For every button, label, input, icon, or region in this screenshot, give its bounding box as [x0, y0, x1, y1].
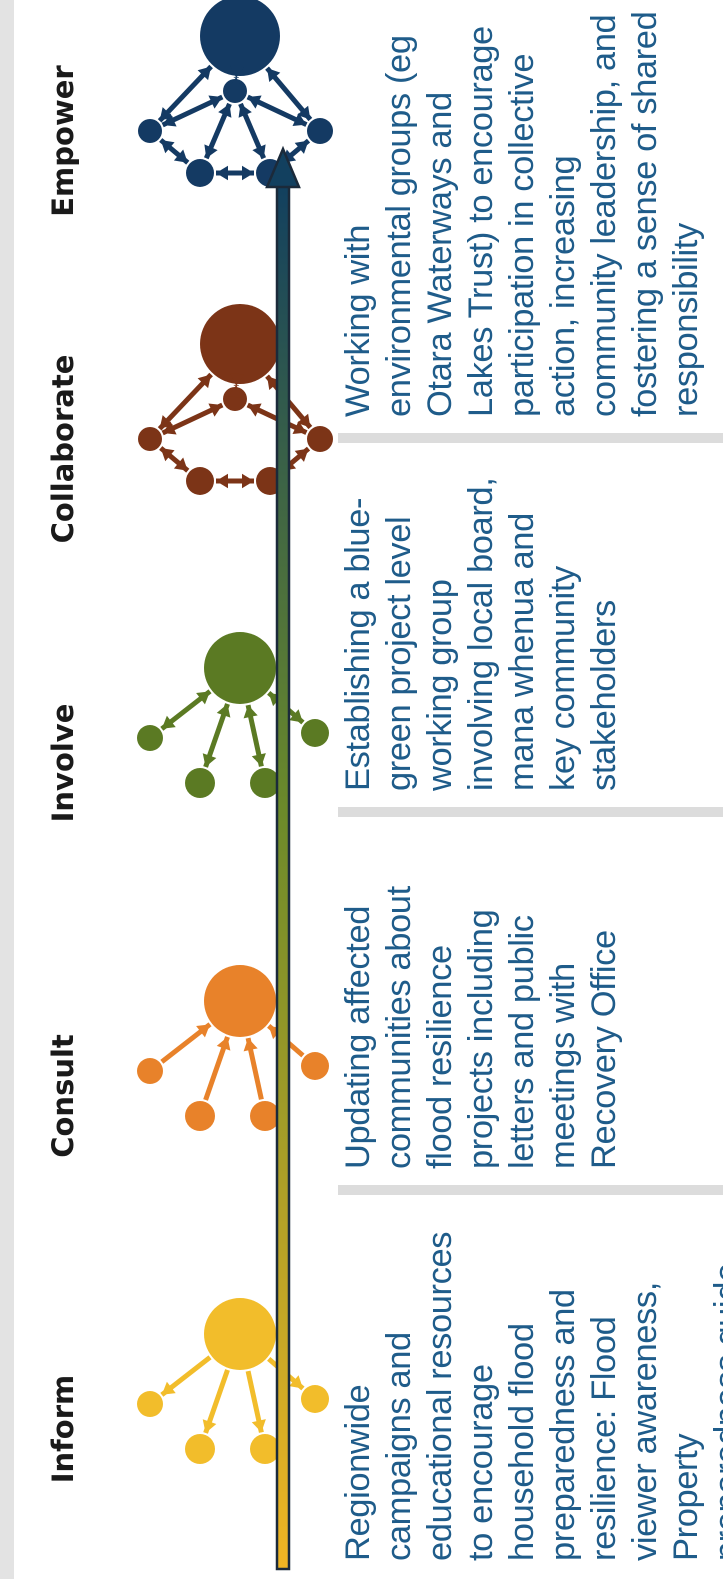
- arrowhead: [173, 149, 188, 163]
- arrowhead: [247, 403, 262, 417]
- hub-circle: [200, 304, 280, 384]
- node-circle: [185, 768, 215, 798]
- divider: [338, 807, 723, 817]
- hub-circle: [200, 0, 280, 76]
- node-circle: [223, 387, 247, 411]
- node-circle: [137, 1058, 163, 1084]
- arrowhead: [173, 457, 188, 471]
- arrowhead: [238, 103, 252, 118]
- node-circle: [301, 719, 329, 747]
- arrowhead: [197, 374, 212, 389]
- arrowhead: [243, 1038, 258, 1052]
- inform-description-text: Regionwide campaigns and educational res…: [339, 1231, 723, 1561]
- node-circle: [138, 119, 162, 143]
- arrowhead: [196, 1024, 211, 1038]
- arrowhead: [267, 68, 281, 82]
- arrowhead: [159, 107, 174, 121]
- arrowhead: [208, 95, 223, 109]
- arrowhead: [230, 65, 245, 78]
- empower-network-icon: [138, 0, 333, 187]
- hub-circle: [204, 1298, 276, 1370]
- arrowhead: [196, 691, 211, 705]
- arrowhead: [159, 415, 174, 429]
- node-circle: [301, 1052, 329, 1080]
- arrowhead: [202, 753, 217, 767]
- arrowhead: [162, 421, 177, 435]
- consult-description: Updating affected communities about floo…: [338, 849, 723, 1195]
- stage-title-inform: Inform: [46, 1374, 80, 1484]
- arrowhead: [208, 403, 223, 417]
- involve-description-text: Establishing a blue-green project level …: [339, 477, 623, 791]
- inform-network-icon: [137, 1298, 329, 1464]
- stage-title-empower: Empower: [46, 65, 80, 217]
- node-circle: [250, 1101, 280, 1131]
- arrowhead: [161, 1381, 176, 1395]
- node-circle: [137, 1391, 163, 1417]
- hub-circle: [204, 632, 276, 704]
- involve-description: Establishing a blue-green project level …: [338, 471, 723, 817]
- node-circle: [185, 1101, 215, 1131]
- stage-title-collaborate: Collaborate: [46, 354, 80, 544]
- arrowhead: [251, 1419, 266, 1433]
- node-circle: [301, 1385, 329, 1413]
- arrowhead: [243, 705, 258, 719]
- node-circle: [250, 768, 280, 798]
- arrowhead: [218, 103, 232, 118]
- involve-network-icon: [137, 632, 329, 798]
- arrowhead: [160, 448, 175, 462]
- arrowhead: [228, 385, 243, 398]
- arrowhead: [216, 165, 228, 181]
- progression-arrow: [265, 145, 301, 1571]
- arrowhead: [297, 413, 311, 428]
- arrowhead: [289, 1375, 303, 1389]
- consult-network-icon: [137, 965, 329, 1131]
- stage-title-consult: Consult: [46, 1034, 80, 1158]
- arrowhead: [251, 753, 266, 767]
- node-circle: [307, 118, 333, 144]
- arrowhead: [202, 1419, 217, 1433]
- inform-description: Regionwide campaigns and educational res…: [338, 1231, 723, 1571]
- node-circle: [185, 1434, 215, 1464]
- arrowhead: [204, 144, 218, 159]
- node-circle: [186, 467, 214, 495]
- arrowhead: [289, 709, 303, 723]
- arrowhead: [292, 420, 307, 435]
- collaborate-network-icon: [138, 304, 333, 495]
- node-circle: [137, 725, 163, 751]
- arrowhead: [197, 66, 212, 81]
- arrowhead: [242, 165, 254, 181]
- arrowhead: [216, 473, 228, 489]
- arrowhead: [216, 1036, 231, 1051]
- arrowhead: [294, 140, 309, 154]
- collaborate-description-text: Working with environmental groups (eg Ot…: [339, 11, 705, 417]
- stage-title-involve: Involve: [46, 703, 80, 823]
- arrowhead: [242, 473, 254, 489]
- arrowhead: [297, 105, 311, 120]
- arrowhead: [160, 140, 175, 154]
- arrowhead: [216, 703, 231, 718]
- node-circle: [223, 79, 247, 103]
- arrowhead: [162, 113, 177, 127]
- node-circle: [186, 159, 214, 187]
- divider: [338, 433, 723, 443]
- node-circle: [138, 427, 162, 451]
- connector-line: [157, 372, 213, 431]
- collaborate-description: Working with environmental groups (eg Ot…: [338, 9, 723, 443]
- arrowhead: [230, 373, 245, 386]
- node-circle: [250, 1434, 280, 1464]
- arrowhead: [294, 448, 309, 462]
- consult-description-text: Updating affected communities about floo…: [339, 886, 623, 1169]
- divider: [338, 1185, 723, 1195]
- arrowhead: [247, 95, 262, 109]
- side-strip: [0, 0, 14, 1579]
- arrowhead: [161, 715, 176, 729]
- arrowhead: [252, 144, 266, 159]
- arrowhead: [228, 77, 243, 90]
- connector-line: [157, 64, 213, 123]
- hub-circle: [204, 965, 276, 1037]
- arrowhead: [292, 112, 307, 127]
- node-circle: [307, 426, 333, 452]
